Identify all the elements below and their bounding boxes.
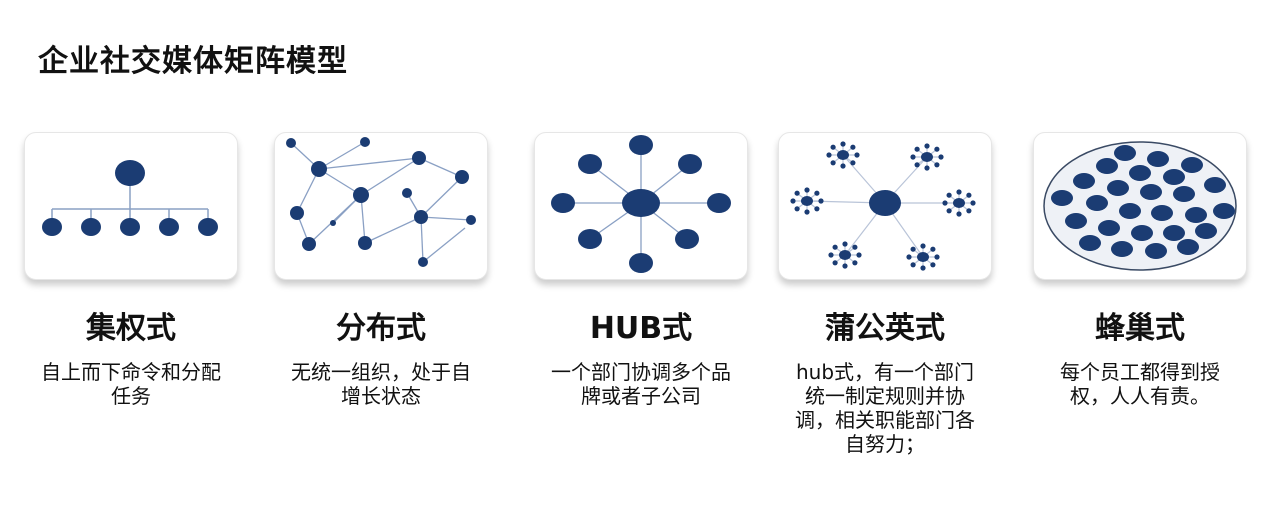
distributed-network-icon: [286, 137, 476, 267]
model-description: hub式，有一个部门统一制定规则并协调，相关职能部门各自努力；: [795, 360, 975, 456]
page-title: 企业社交媒体矩阵模型: [38, 44, 348, 79]
dandelion-network-icon: [790, 141, 976, 271]
honeycomb-cluster-icon: [1043, 141, 1237, 271]
model-honeycomb: 蜂巢式 每个员工都得到授权，人人有责。: [1033, 132, 1247, 408]
model-card: [778, 132, 992, 280]
model-name: 分布式: [336, 311, 426, 346]
model-card: [534, 132, 748, 280]
model-dandelion: 蒲公英式 hub式，有一个部门统一制定规则并协调，相关职能部门各自努力；: [778, 132, 992, 456]
model-name: 蜂巢式: [1095, 311, 1185, 346]
model-description: 一个部门协调多个品牌或者子公司: [551, 360, 731, 408]
model-description: 无统一组织，处于自增长状态: [291, 360, 471, 408]
model-centralized: 集权式 自上而下命令和分配任务: [24, 132, 238, 408]
model-hub: HUB式 一个部门协调多个品牌或者子公司: [534, 132, 748, 408]
model-name: 集权式: [86, 311, 176, 346]
model-distributed: 分布式 无统一组织，处于自增长状态: [274, 132, 488, 408]
model-name: 蒲公英式: [825, 311, 945, 346]
model-card: [274, 132, 488, 280]
model-card: [1033, 132, 1247, 280]
model-description: 每个员工都得到授权，人人有责。: [1060, 360, 1220, 408]
hub-star-icon: [551, 135, 731, 273]
model-description: 自上而下命令和分配任务: [41, 360, 221, 408]
model-card: [24, 132, 238, 280]
model-name: HUB式: [589, 311, 693, 346]
hierarchy-diagram-icon: [42, 160, 218, 236]
